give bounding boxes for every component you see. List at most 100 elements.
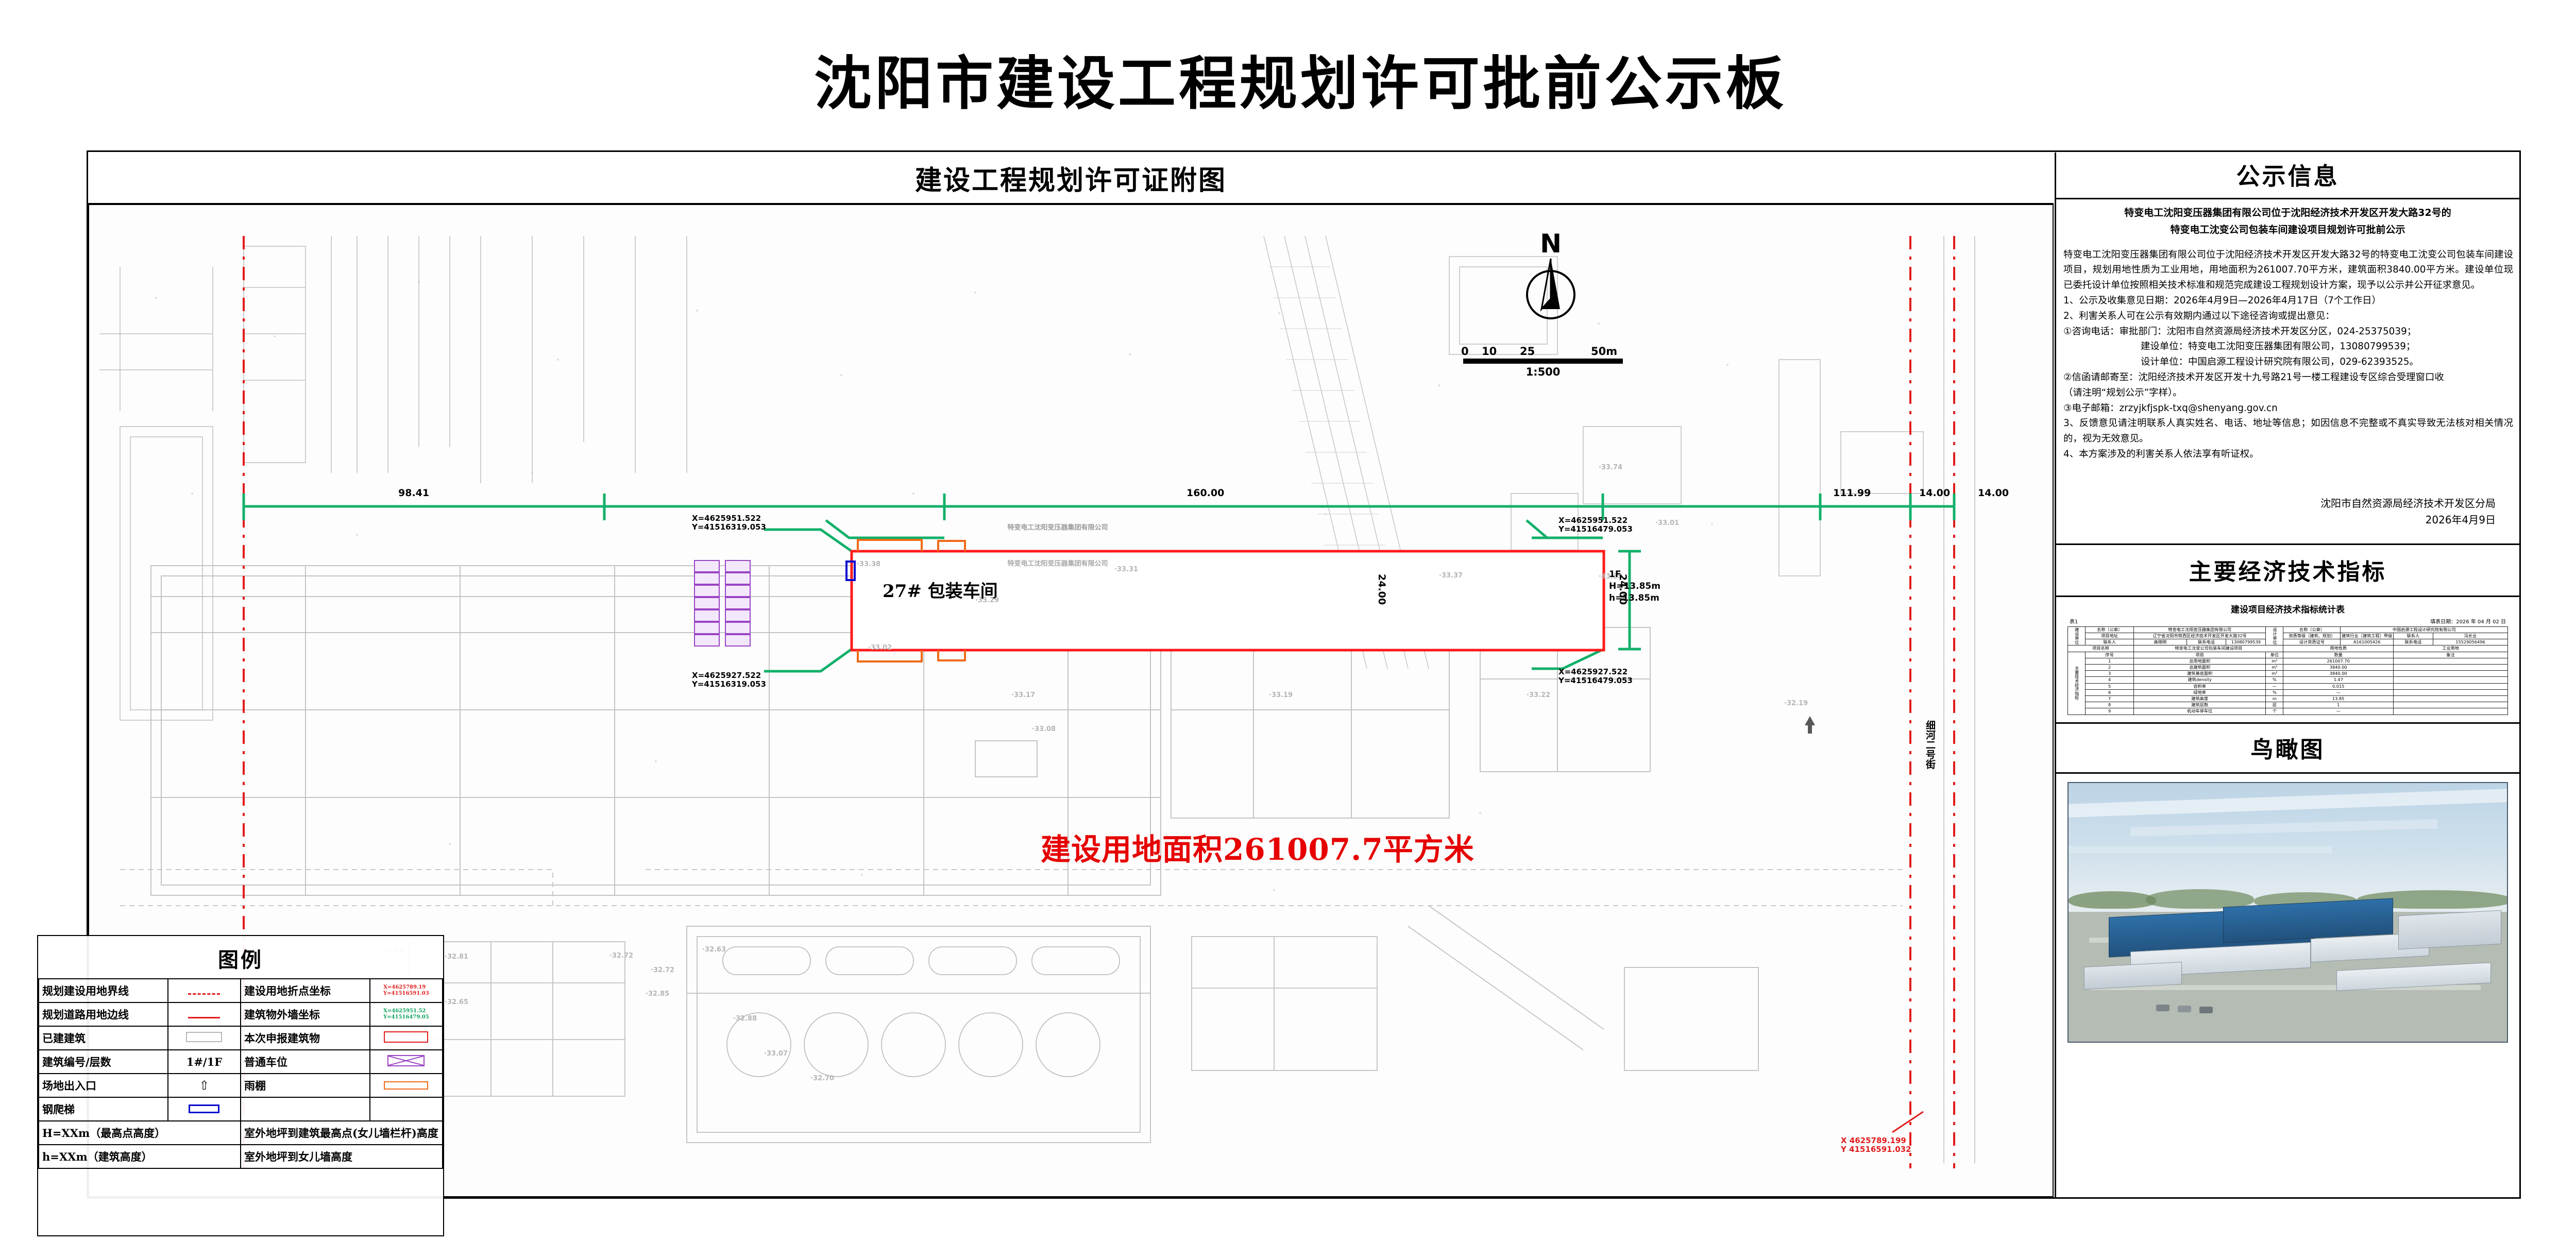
notice-block: 公示信息 特变电工沈阳变压器集团有限公司位于沈阳经济技术开发区开发大路32号的 … <box>2056 152 2519 545</box>
econ-d-contact-label: 联系人 <box>2393 633 2433 640</box>
legend-label-road-land-edge: 规划道路用地边线 <box>38 1002 168 1027</box>
econ-unit: % <box>2265 689 2284 696</box>
econ-qual-value: 建筑行业（建筑工程）甲级 <box>2340 633 2394 640</box>
dimension-14-b: 14.00 <box>1978 487 2009 499</box>
econ-row: 联系人 高晓明 联系电话 13080799539 设计资质证号 A1610054… <box>2068 639 2509 646</box>
coordinate-callout-corner: X 4625789.199 Y 41516591.032 <box>1841 1136 1911 1154</box>
notice-item-2-2: ②信函请邮寄至：沈阳经济技术开发区开发十九号路21号一楼工程建设专区综合受理窗口… <box>2063 372 2444 383</box>
notice-item-4: 4、本方案涉及的利害关系人依法享有听证权。 <box>2063 449 2259 460</box>
econ-unit: % <box>2265 676 2284 684</box>
scale-tick-0: 0 <box>1461 345 1469 358</box>
height-tag-h: h=13.85m <box>1609 592 1659 603</box>
legend-empty-label <box>240 1097 370 1121</box>
econ-remark <box>2393 657 2509 665</box>
coordinate-x: X=4625951.522 <box>1558 516 1628 525</box>
legend-coord-x: X=4625789.19 <box>383 984 426 990</box>
legend-row: 场地出入口 ⇧ 雨棚 <box>38 1073 444 1098</box>
svg-text:特变电工沈阳变压器集团有限公司: 特变电工沈阳变压器集团有限公司 <box>1007 559 1108 568</box>
econ-item-row: 8 建筑层数 层 1 <box>2068 702 2509 709</box>
econ-no: 4 <box>2085 676 2134 684</box>
notice-item-2-1b: 建设单位：特变电工沈阳变压器集团有限公司，13080799539； <box>2141 341 2416 352</box>
dimension-14-a: 14.00 <box>1919 487 1951 499</box>
coordinate-callout-se: X=4625927.522 Y=41516479.053 <box>1558 667 1633 686</box>
notice-body: 特变电工沈阳变压器集团有限公司位于沈阳经济技术开发区开发大路32号的特变电工沈变… <box>2056 245 2519 465</box>
econ-qty: 1 <box>2283 702 2394 709</box>
svg-text:N: N <box>1540 229 1562 259</box>
econ-project-label: 项目名称 <box>2067 645 2134 652</box>
legend-desc-building-height: 室外地坪到女儿墙高度 <box>240 1144 444 1169</box>
coordinate-y: Y=41516319.053 <box>692 522 766 532</box>
econ-row: 建设单位 名称（公章） 特变电工沈阳变压器集团有限公司 设计单位 名称（公章） … <box>2067 626 2508 646</box>
econ-d-contact-name: 冯长业 <box>2432 633 2509 640</box>
economic-heading: 主要经济技术指标 <box>2056 545 2519 597</box>
purple-stall-icon <box>369 1049 444 1074</box>
econ-unit: 层 <box>2265 702 2284 709</box>
legend-coord-y: Y=41516591.03 <box>383 990 429 996</box>
econ-no: 6 <box>2085 689 2134 696</box>
notice-subheading-line2: 特变电工沈变公司包装车间建设项目规划许可批前公示 <box>2170 224 2405 236</box>
econ-item: 总建筑面积 <box>2133 664 2266 671</box>
econ-item: 建筑高度 <box>2133 695 2266 703</box>
legend-label-canopy: 雨棚 <box>240 1073 370 1098</box>
scale-tick-10: 10 <box>1482 345 1497 358</box>
coordinate-callout-sw: X=4625927.522 Y=41516319.053 <box>692 671 766 689</box>
site-owner-caption: 特变电工沈阳变压器集团有限公司 <box>1007 523 1108 532</box>
econ-landuse-label: 用地性质 <box>2283 645 2394 652</box>
econ-qual-label: 资质等级（建筑、规划） <box>2283 633 2341 640</box>
aerial-block: 鸟瞰图 <box>2056 724 2519 1043</box>
econ-item-row: 1 总用地面积 m² 261007.70 <box>2068 657 2509 665</box>
econ-phone-value: 13080799539 <box>2226 639 2266 646</box>
econ-d-name-label: 名称（公章） <box>2283 626 2341 634</box>
econ-col-unit: 单位 <box>2265 651 2284 658</box>
north-arrow: N <box>1510 227 1592 332</box>
econ-item-row: 9 机动车停车位 个 — <box>2068 708 2509 715</box>
econ-no: 7 <box>2085 695 2134 703</box>
notice-item-2-1c: 设计单位：中国启源工程设计研究院有限公司，029-62393525。 <box>2141 356 2419 368</box>
legend-label-building-number-floors: 建筑编号/层数 <box>38 1049 168 1074</box>
econ-qty: — <box>2283 689 2394 696</box>
legend-panel: 图例 规划建设用地界线 建设用地折点坐标 X=4625789.19 Y=4151… <box>37 935 444 1236</box>
notice-item-2-2b: （请注明“规划公示”字样）。 <box>2063 387 2182 398</box>
econ-contact-label: 联系人 <box>2085 639 2134 646</box>
econ-remark <box>2393 702 2509 709</box>
econ-row: 项目名称 特变电工沈变公司包装车间建设项目 用地性质 工业用地 <box>2067 645 2509 652</box>
coordinate-x: X 4625789.199 <box>1841 1136 1906 1145</box>
legend-row: 钢爬梯 <box>38 1097 444 1121</box>
coordinate-x: X=4625951.522 <box>692 514 761 523</box>
econ-index-label: 主要技术经济指标 <box>2067 651 2086 715</box>
legend-row: 已建建筑 本次申报建筑物 <box>38 1026 444 1050</box>
econ-item: 绿地率 <box>2133 689 2266 696</box>
econ-d-cert-value: A161005426 <box>2340 639 2394 646</box>
econ-qty: 3840.00 <box>2283 664 2394 671</box>
notice-item-3: 3、反馈意见请注明联系人真实姓名、电话、地址等信息；如因信息不完整或不真实导致无… <box>2063 418 2513 445</box>
econ-builder-label: 建设单位 <box>2067 626 2086 646</box>
sheet-frame <box>87 150 2521 1199</box>
econ-d-phone-label: 联系电话 <box>2393 639 2433 646</box>
econ-d-phone-value: 15529056496 <box>2432 639 2509 646</box>
dimension-112: 111.99 <box>1833 487 1871 499</box>
red-coord-leader-icon: X=4625789.19 Y=41516591.03 <box>369 978 444 1003</box>
econ-addr-label: 项目地址 <box>2085 633 2134 640</box>
notice-paragraph: 特变电工沈阳变压器集团有限公司位于沈阳经济技术开发区开发大路32号的特变电工沈变… <box>2063 249 2513 291</box>
econ-contact-name: 高晓明 <box>2133 639 2187 646</box>
building-number-sample: 1#/1F <box>167 1049 241 1074</box>
econ-remark <box>2393 664 2509 671</box>
legend-term-building-height: h=XXm（建筑高度） <box>38 1144 241 1169</box>
econ-remark <box>2393 708 2509 715</box>
econ-no: 5 <box>2085 683 2134 690</box>
height-tag-max: H=13.85m <box>1609 581 1660 591</box>
econ-qty: 13.85 <box>2283 695 2394 703</box>
econ-qty: 3840.00 <box>2283 670 2394 677</box>
econ-col-qty: 数量 <box>2283 651 2394 658</box>
econ-item-row: 3 建筑基底面积 m² 3840.00 <box>2068 670 2509 677</box>
econ-no: 1 <box>2085 657 2134 665</box>
gray-building-icon <box>167 1026 241 1050</box>
econ-item: 建筑层数 <box>2133 702 2266 709</box>
scale-ratio: 1:500 <box>1526 366 1561 378</box>
economic-table-meta: 表1 填表日期：2026 年 04 月 02 日 <box>2070 617 2506 625</box>
legend-table: 规划建设用地界线 建设用地折点坐标 X=4625789.19 Y=4151659… <box>38 978 444 1169</box>
econ-qty: 1.47 <box>2283 676 2394 684</box>
econ-unit: m² <box>2265 670 2284 677</box>
legend-coord-x: X=4625951.52 <box>383 1008 426 1014</box>
red-rect-icon <box>369 1026 444 1050</box>
